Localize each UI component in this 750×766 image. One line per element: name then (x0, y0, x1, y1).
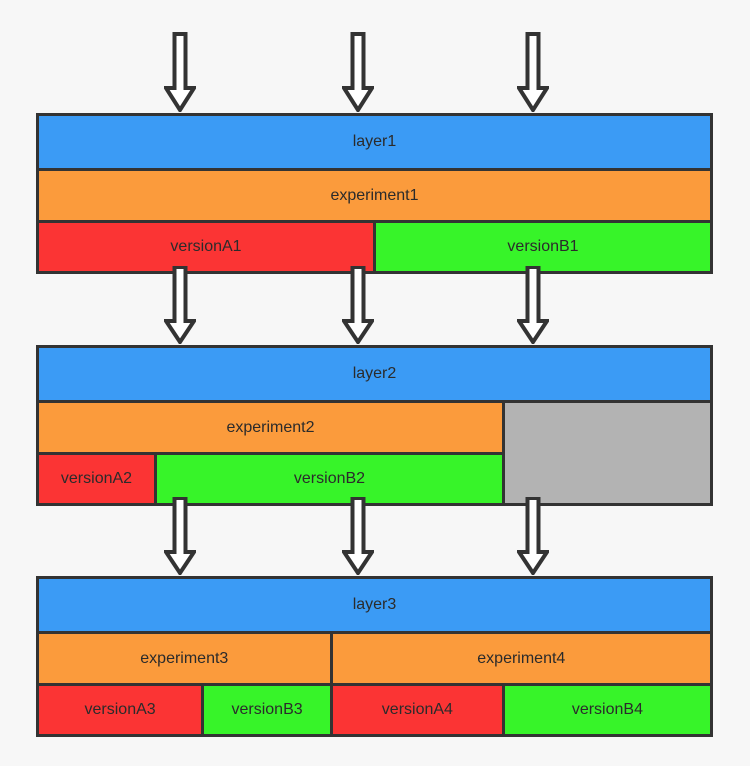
layer1-versionA1-cell[interactable]: versionA1 (39, 223, 373, 271)
layer2-versionA2-cell[interactable]: versionA2 (39, 455, 154, 503)
layer3-versionA4-cell[interactable]: versionA4 (332, 686, 502, 734)
arrow-into-layer1-2 (342, 32, 374, 112)
layer1-versionB1-label: versionB1 (507, 238, 579, 255)
layer1-versionB1-cell[interactable]: versionB1 (376, 223, 710, 271)
layer2-versionA2-label: versionA2 (60, 470, 133, 487)
layer2-layer-label: layer2 (352, 365, 397, 382)
arrow-into-layer3-3 (517, 497, 549, 575)
arrow-into-layer1-1 (164, 32, 196, 112)
layer2-experiment-row: experiment2 (39, 403, 502, 452)
layer3-versionA4-label: versionA4 (381, 701, 453, 718)
layer2-experiment2-cell[interactable]: experiment2 (39, 403, 502, 452)
layer1-version-row: versionA1 versionB1 (39, 223, 710, 271)
layer1-layer-row: layer1 (39, 116, 710, 168)
layer3-versionA3-cell[interactable]: versionA3 (39, 686, 202, 734)
layer2-body-split: experiment2 versionA2 versionB2 (39, 403, 710, 503)
layer3-experiment3-cell[interactable]: experiment3 (39, 634, 330, 683)
layer3-versionB3-label: versionB3 (231, 701, 303, 718)
layer2-experiment2-label: experiment2 (226, 418, 315, 436)
layer1-layer-label: layer1 (352, 133, 397, 150)
layer3-versionB3-cell[interactable]: versionB3 (204, 686, 330, 734)
layer2-unused-cell[interactable] (504, 403, 710, 503)
layer2-group: layer2 experiment2 versionA2 versionB2 (36, 345, 713, 506)
arrow-into-layer3-2 (342, 497, 374, 575)
layer3-versionA3-label: versionA3 (84, 701, 156, 718)
layer2-version-row: versionA2 versionB2 (39, 455, 502, 503)
layer3-layer-cell[interactable]: layer3 (39, 579, 710, 631)
layer2-versionB2-cell[interactable]: versionB2 (156, 455, 502, 503)
arrow-into-layer1-3 (517, 32, 549, 112)
layer3-versionB4-label: versionB4 (571, 701, 643, 718)
layer1-experiment-row: experiment1 (39, 171, 710, 220)
layer3-version-row: versionA3 versionB3 versionA4 versionB4 (39, 686, 710, 734)
arrow-into-layer3-1 (164, 497, 196, 575)
layer3-layer-label: layer3 (352, 596, 397, 613)
layer2-used-stack: experiment2 versionA2 versionB2 (39, 403, 502, 503)
layer2-layer-cell[interactable]: layer2 (39, 348, 710, 400)
layer2-versionB2-label: versionB2 (293, 470, 366, 487)
arrow-into-layer2-3 (517, 266, 549, 344)
layer3-experiment4-label: experiment4 (477, 649, 566, 667)
arrow-into-layer2-2 (342, 266, 374, 344)
layer3-versionB4-cell[interactable]: versionB4 (504, 686, 710, 734)
layer3-experiment3-label: experiment3 (140, 649, 229, 667)
layer1-layer-cell[interactable]: layer1 (39, 116, 710, 168)
layer3-experiment4-cell[interactable]: experiment4 (332, 634, 710, 683)
layer1-group: layer1 experiment1 versionA1 versionB1 (36, 113, 713, 274)
layer3-layer-row: layer3 (39, 579, 710, 631)
layer1-versionA1-label: versionA1 (170, 238, 242, 255)
arrow-into-layer2-1 (164, 266, 196, 344)
layer1-experiment1-cell[interactable]: experiment1 (39, 171, 710, 220)
layer3-group: layer3 experiment3 experiment4 versionA3… (36, 576, 713, 737)
layer2-layer-row: layer2 (39, 348, 710, 400)
layer3-experiment-row: experiment3 experiment4 (39, 634, 710, 683)
layer1-experiment1-label: experiment1 (330, 186, 419, 204)
